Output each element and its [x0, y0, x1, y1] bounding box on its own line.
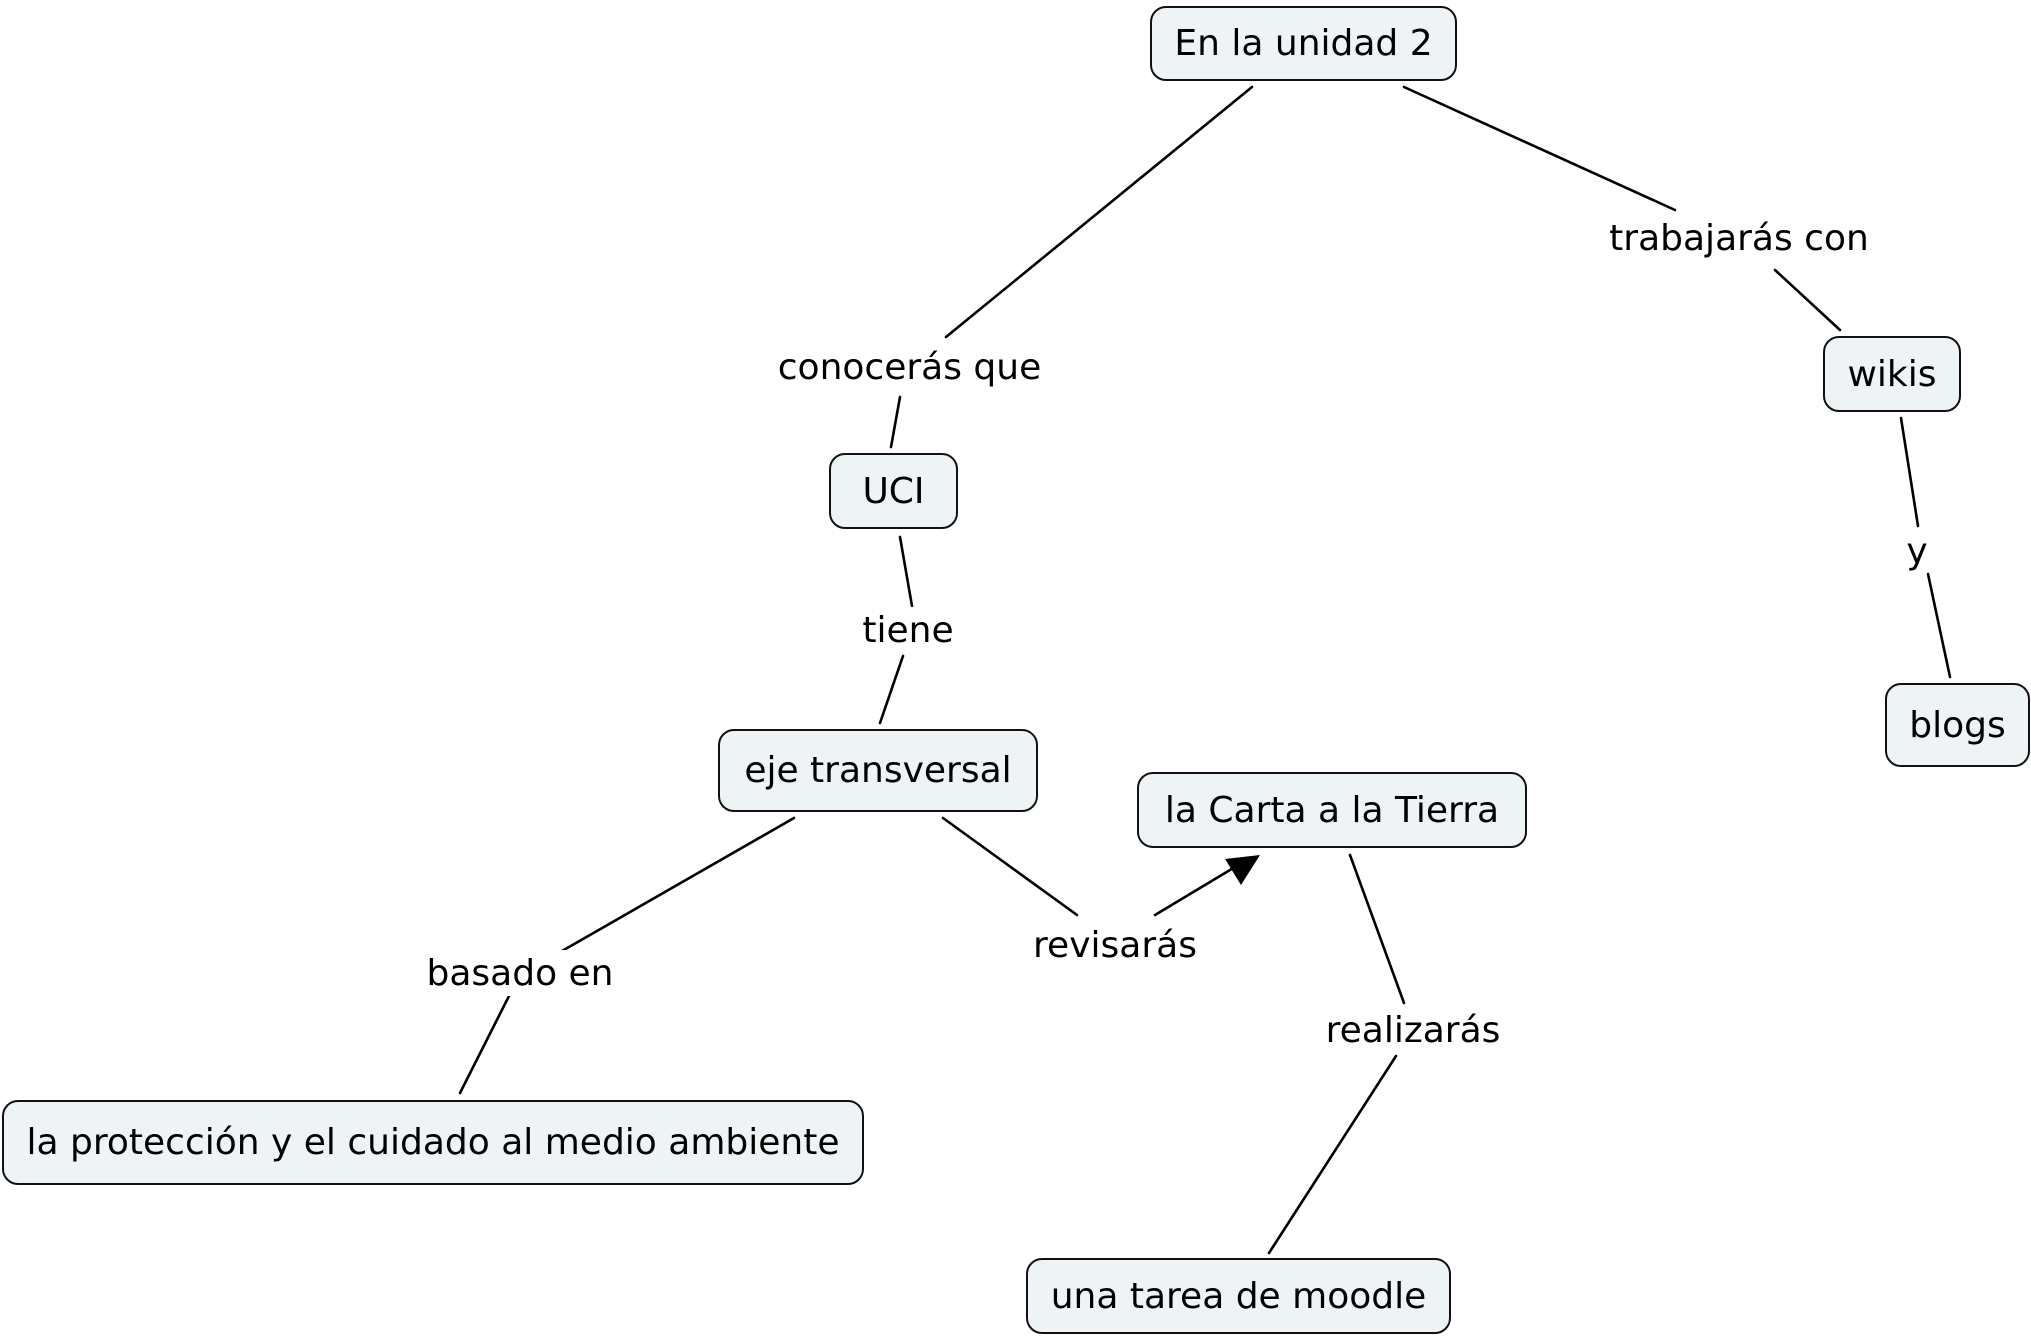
concept-node-proteccion[interactable]: la protección y el cuidado al medio ambi…: [2, 1100, 864, 1185]
connector-tiene-to-eje: [878, 654, 905, 725]
connector-conoceras-to-uci: [889, 395, 902, 449]
link-label-realizaras: realizarás: [1318, 1007, 1508, 1053]
concept-node-eje[interactable]: eje transversal: [718, 729, 1038, 812]
connector-basado-to-proteccion: [458, 994, 511, 1095]
connector-eje-to-basado: [560, 816, 796, 953]
connector-realizaras-to-tarea: [1267, 1054, 1398, 1255]
connector-eje-to-revisaras: [941, 816, 1079, 917]
connector-wikis-to-y: [1899, 416, 1920, 528]
link-label-tiene: tiene: [853, 607, 963, 653]
connector-carta-to-realizaras: [1348, 853, 1406, 1005]
concept-node-blogs[interactable]: blogs: [1885, 683, 2030, 767]
concept-node-wikis[interactable]: wikis: [1823, 336, 1961, 412]
connector-unidad-to-conoceras: [944, 85, 1254, 339]
concept-node-carta[interactable]: la Carta a la Tierra: [1137, 772, 1527, 848]
connector-unidad-to-trabajaras: [1402, 85, 1677, 212]
concept-node-uci[interactable]: UCI: [829, 453, 958, 529]
connector-trabajaras-to-wikis: [1773, 268, 1842, 332]
link-label-trabajaras: trabajarás con: [1598, 213, 1880, 263]
connector-y-to-blogs: [1926, 572, 1952, 679]
link-label-basado: basado en: [420, 950, 620, 996]
link-label-y: y: [1897, 530, 1937, 572]
link-label-conoceras: conocerás que: [772, 342, 1047, 392]
connector-uci-to-tiene: [898, 535, 914, 608]
concept-node-tarea[interactable]: una tarea de moodle: [1026, 1258, 1451, 1334]
arrowhead-to-carta: [1225, 855, 1260, 885]
connector-revisaras-to-carta: [1153, 865, 1237, 917]
concept-node-unidad[interactable]: En la unidad 2: [1150, 6, 1457, 81]
link-label-revisaras: revisarás: [1025, 922, 1205, 968]
